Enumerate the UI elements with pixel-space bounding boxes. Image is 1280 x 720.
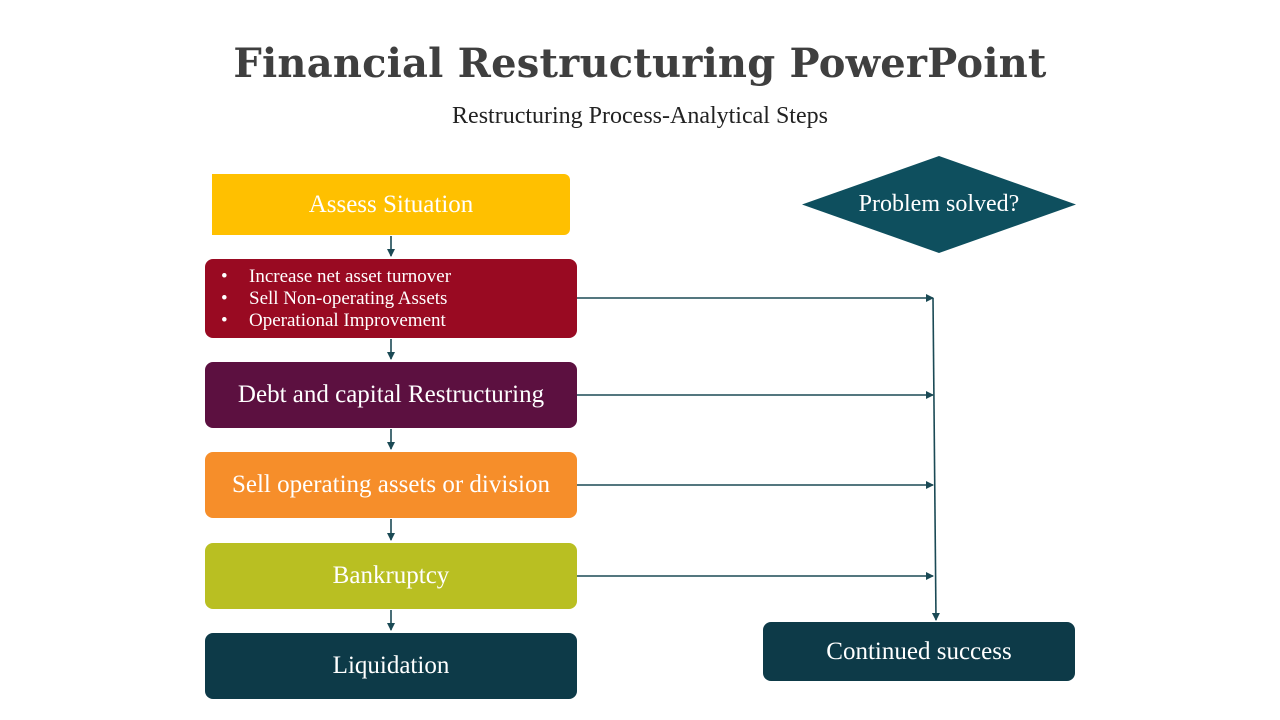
assess-situation-label: Assess Situation	[308, 190, 474, 218]
operational-actions-box: •Increase net asset turnover •Sell Non-o…	[205, 259, 577, 338]
page-subtitle: Restructuring Process-Analytical Steps	[452, 103, 828, 129]
sell-operating-assets-box: Sell operating assets or division	[205, 452, 577, 518]
assess-situation-box: Assess Situation	[212, 174, 570, 235]
operational-actions-list: •Increase net asset turnover •Sell Non-o…	[221, 266, 451, 332]
list-item: •Increase net asset turnover	[221, 265, 452, 287]
debt-restructuring-box: Debt and capital Restructuring	[205, 362, 577, 428]
decision-label: Problem solved?	[858, 191, 1020, 217]
liquidation-box: Liquidation	[205, 633, 577, 699]
list-item: •Operational Improvement	[221, 309, 446, 331]
decision-diamond: Problem solved?	[802, 156, 1076, 253]
bullet-icon: •	[221, 287, 228, 309]
arrow-collector-to-success	[931, 297, 940, 621]
continued-success-label: Continued success	[826, 637, 1012, 665]
liquidation-label: Liquidation	[332, 652, 450, 679]
debt-restructuring-label: Debt and capital Restructuring	[237, 381, 545, 408]
sell-operating-assets-label: Sell operating assets or division	[231, 471, 551, 498]
bankruptcy-label: Bankruptcy	[332, 562, 450, 589]
bullet-icon: •	[221, 265, 228, 287]
diamond-shape	[802, 156, 1076, 253]
bullet-icon: •	[221, 309, 228, 331]
page-title: Financial Restructuring PowerPoint	[233, 40, 1047, 87]
continued-success-box: Continued success	[763, 622, 1075, 681]
bankruptcy-box: Bankruptcy	[205, 543, 577, 609]
list-item: •Sell Non-operating Assets	[221, 287, 448, 309]
